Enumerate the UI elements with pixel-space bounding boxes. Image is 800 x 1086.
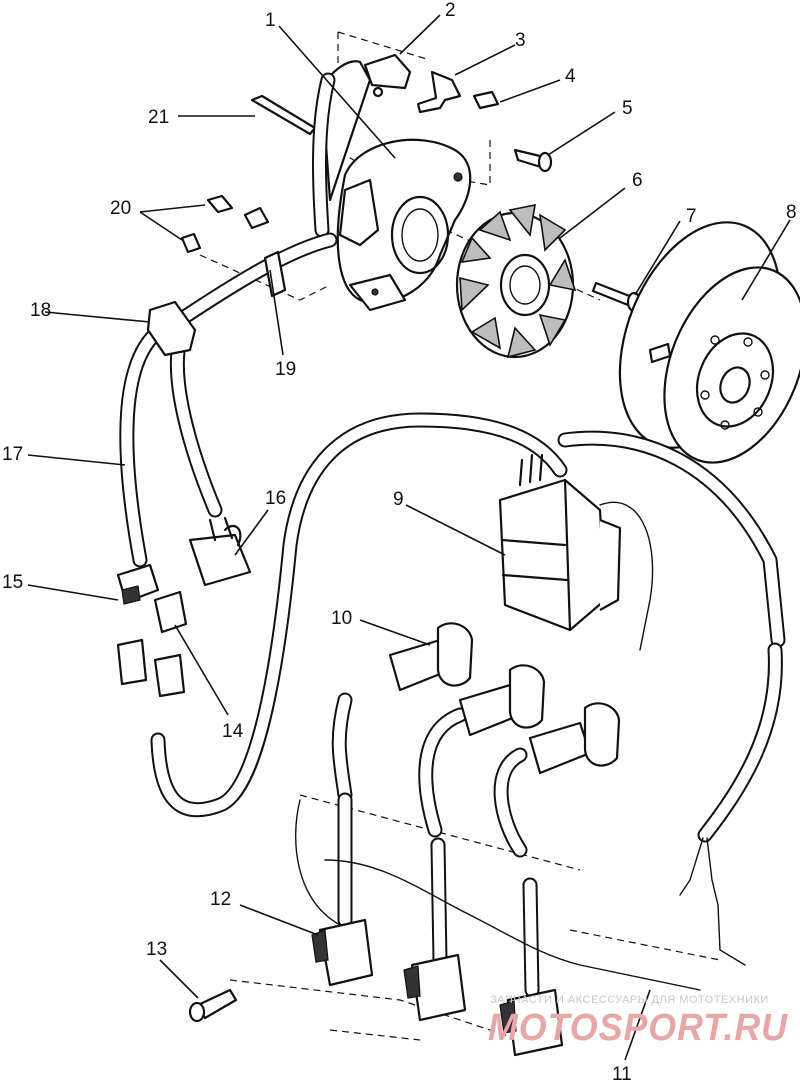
watermark-tagline: ЗАПЧАСТИ И АКСЕССУАРЫ ДЛЯ МОТОТЕХНИКИ xyxy=(490,994,769,1006)
callout-9: 9 xyxy=(393,489,404,510)
spark-plug-cap-2 xyxy=(458,664,546,737)
callout-1: 1 xyxy=(265,10,276,31)
callout-21: 21 xyxy=(148,107,169,128)
connector-15 xyxy=(116,563,160,605)
harness-clamp xyxy=(263,250,287,298)
callout-4: 4 xyxy=(565,66,576,87)
ignition-coil-3 xyxy=(499,988,564,1057)
callout-2: 2 xyxy=(445,0,456,21)
callout-14: 14 xyxy=(222,721,244,742)
harness-grommet xyxy=(146,300,197,357)
flywheel xyxy=(618,221,800,464)
pickup-coil-bracket xyxy=(363,53,412,98)
callout-7: 7 xyxy=(686,206,697,227)
watermark: ЗАПЧАСТИ И АКСЕССУАРЫ ДЛЯ МОТОТЕХНИКИ MO… xyxy=(488,994,789,1049)
callout-12: 12 xyxy=(210,889,231,910)
ignition-coil-1 xyxy=(311,918,374,987)
callout-17: 17 xyxy=(2,444,23,465)
callout-3: 3 xyxy=(515,30,526,51)
spark-plug-cap-1 xyxy=(388,622,474,692)
callout-16: 16 xyxy=(265,488,286,509)
cdi-box xyxy=(498,453,622,632)
screw-5 xyxy=(513,148,553,173)
watermark-brand: MOTOSPORT.RU xyxy=(488,1007,789,1049)
clip xyxy=(416,70,462,114)
spark-plug-cap-3 xyxy=(528,702,621,775)
stator-coil xyxy=(455,203,577,359)
stator-plate xyxy=(320,60,472,312)
callout-15: 15 xyxy=(2,572,23,593)
screws-20 xyxy=(180,194,270,254)
callout-10: 10 xyxy=(331,608,352,629)
callout-6: 6 xyxy=(632,170,643,191)
cable-tie xyxy=(250,94,317,136)
callout-5: 5 xyxy=(622,98,633,119)
callout-19: 19 xyxy=(275,359,296,380)
connector-14 xyxy=(116,590,188,698)
callout-13: 13 xyxy=(146,939,167,960)
screw-4 xyxy=(472,90,500,110)
callout-18: 18 xyxy=(30,300,51,321)
leader-lines xyxy=(27,14,791,1061)
regulator-connector xyxy=(188,516,252,587)
ignition-coil-2 xyxy=(403,953,467,1022)
callout-11: 11 xyxy=(612,1064,632,1085)
coil-mounting-bolt xyxy=(188,988,238,1023)
callout-8: 8 xyxy=(786,202,797,223)
callout-20: 20 xyxy=(110,198,131,219)
wiring-harness xyxy=(119,72,786,998)
